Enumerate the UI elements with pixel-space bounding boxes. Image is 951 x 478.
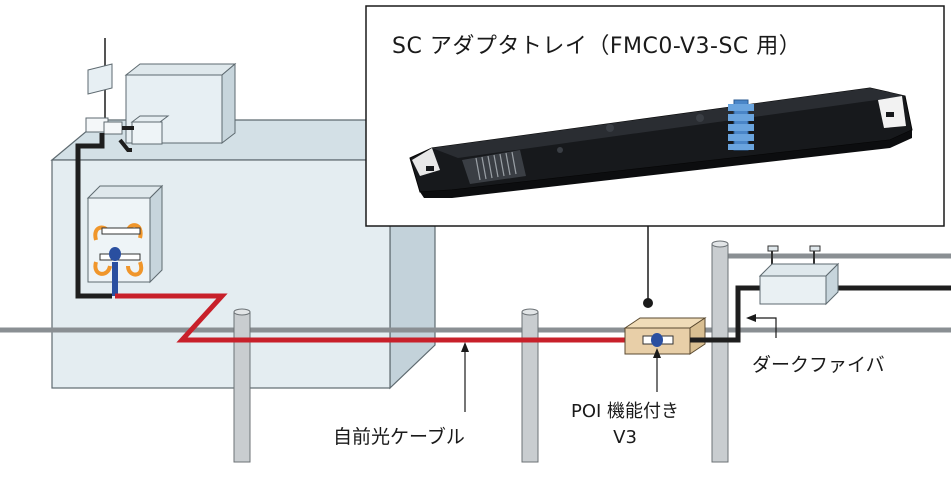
internal-dark-cable: [75, 133, 112, 299]
antenna: [87, 38, 113, 120]
rooftop-link-cable: [118, 126, 134, 152]
inset-title: SC アダプタトレイ（FMC0-V3-SC 用）: [392, 34, 802, 59]
leader-poi: [653, 348, 661, 392]
rooftop-small-box: [130, 115, 170, 145]
rooftop-connector: [85, 117, 123, 135]
label-poi-line2: V3: [613, 427, 637, 448]
leader-fiber-cable: [461, 342, 469, 412]
pole-3: [711, 240, 729, 463]
splice-slots: [475, 151, 517, 181]
indoor-blue-connector: [109, 247, 121, 296]
sc-adapter-tray-image: [409, 87, 913, 198]
label-poi-v3: POI 機能付き V3: [571, 399, 679, 451]
label-own-fiber-cable: 自前光ケーブル: [333, 426, 465, 448]
own-fiber-cable: [115, 293, 625, 343]
dark-fiber-cable: [690, 285, 762, 343]
pole-2: [521, 308, 539, 463]
rooftop-equipment-box: [124, 62, 237, 145]
leader-inset: [643, 226, 653, 308]
leader-dark-fiber: [746, 314, 777, 338]
dark-fiber-closure: [758, 245, 840, 306]
sc-adapters: [728, 99, 754, 151]
label-poi-line1: POI 機能付き: [571, 401, 680, 422]
pole-1: [233, 308, 251, 463]
v3-closure-box: [623, 317, 707, 355]
label-dark-fiber: ダークファイバ: [752, 354, 885, 376]
